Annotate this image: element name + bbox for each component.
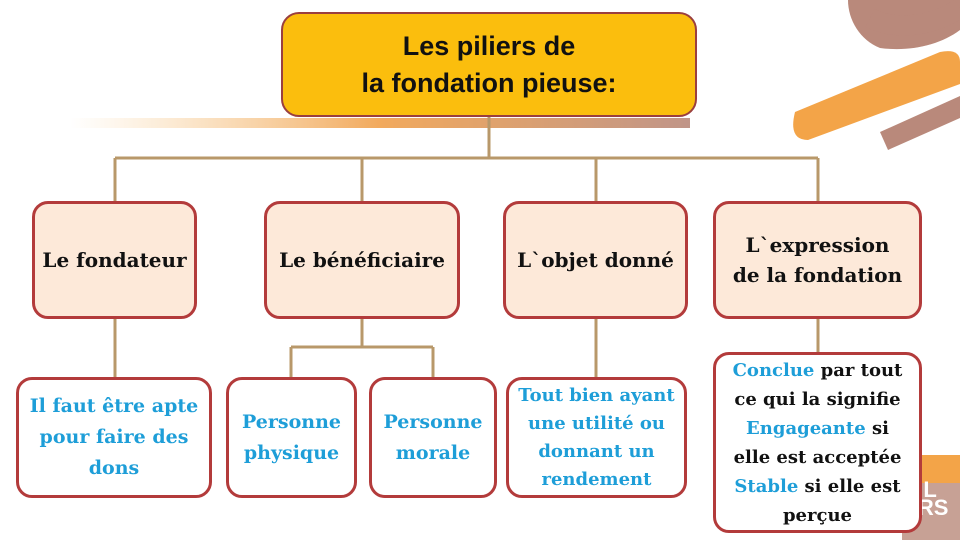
category-label-line-2: de la fondation (732, 263, 903, 287)
category-fondateur: Le fondateur (32, 201, 197, 319)
keyword-stable: Stable (734, 475, 799, 497)
title-line-2: la fondation pieuse: (361, 67, 617, 98)
category-objet: L`objet donné (503, 201, 688, 319)
detail-line: Conclue par tout (733, 356, 903, 385)
detail-objet: Tout bien ayant une utilité ou donnant u… (506, 377, 687, 498)
detail-personne-morale: Personne morale (369, 377, 497, 498)
detail-line: rendement (541, 468, 652, 490)
keyword-engageante: Engageante (746, 417, 866, 439)
detail-text: si elle est (798, 475, 901, 497)
detail-personne-physique: Personne physique (226, 377, 357, 498)
decor-band-brown (880, 96, 960, 150)
detail-line: Tout bien ayant (518, 384, 675, 406)
decor-arc-brown-2 (865, 0, 960, 36)
category-beneficiaire: Le bénéficiaire (264, 201, 460, 319)
diagram-title: Les piliers de la fondation pieuse: (281, 12, 697, 117)
category-label: Le bénéficiaire (279, 248, 445, 272)
detail-line: elle est acceptée (733, 446, 902, 468)
decor-line-left (70, 118, 690, 128)
detail-text: par tout (814, 359, 903, 381)
detail-expression: Conclue par tout ce qui la signifie Enga… (713, 352, 922, 533)
detail-line: Engageante si (733, 414, 903, 443)
title-line-1: Les piliers de (402, 30, 576, 61)
detail-line: pour faire des (39, 426, 189, 448)
detail-line: perçue (782, 504, 852, 526)
detail-line: une utilité ou (528, 412, 665, 434)
detail-text: si (865, 417, 889, 439)
detail-line: Personne (383, 410, 483, 433)
detail-line: Personne (242, 410, 341, 433)
decor-band-orange (793, 51, 960, 140)
detail-line: morale (395, 441, 471, 464)
category-label: Le fondateur (42, 248, 187, 272)
detail-fondateur: Il faut être apte pour faire des dons (16, 377, 212, 498)
category-label-line-1: L`expression (745, 233, 890, 257)
detail-line: ce qui la signifie (734, 388, 901, 410)
category-expression: L`expression de la fondation (713, 201, 922, 319)
keyword-conclue: Conclue (732, 359, 815, 381)
detail-line: dons (88, 457, 140, 479)
detail-line: physique (243, 441, 340, 464)
detail-line: Il faut être apte (29, 395, 199, 417)
detail-line: Stable si elle est (733, 472, 903, 501)
detail-line: donnant un (538, 440, 655, 462)
category-label: L`objet donné (517, 248, 674, 272)
